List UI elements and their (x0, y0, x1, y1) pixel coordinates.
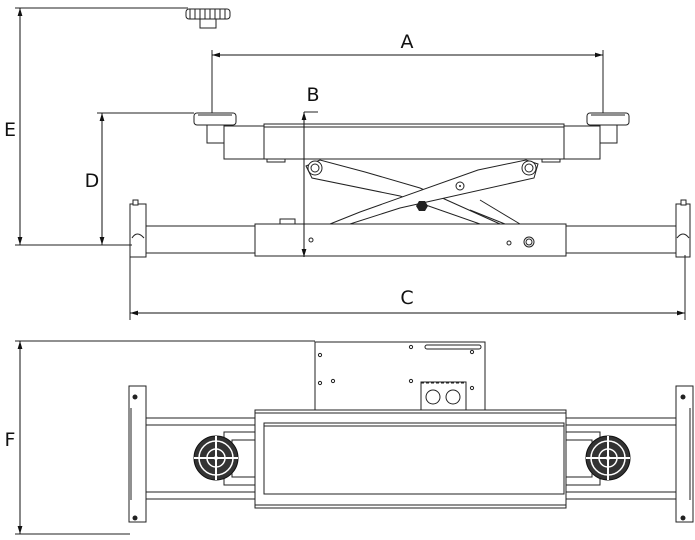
lower-beam (254, 223, 567, 257)
top-view: F (5, 340, 694, 535)
side-view: A B D E C (4, 7, 691, 320)
dimension-b-label: B (306, 84, 319, 106)
left-end-plate (128, 385, 147, 523)
dimension-e-label: E (4, 119, 16, 141)
valve-box (420, 381, 467, 411)
upper-beam (263, 123, 565, 160)
hex-nut-icon (416, 201, 428, 211)
left-pad-top (193, 435, 239, 481)
left-end-bracket (129, 199, 147, 258)
dimension-d-label: D (85, 170, 100, 192)
dimension-c-label: C (400, 287, 413, 309)
right-pad (586, 112, 630, 144)
scissor-mechanism (305, 159, 539, 225)
dimension-f-label: F (5, 429, 16, 451)
inner-beam (263, 422, 565, 495)
right-pad-top (585, 435, 631, 481)
left-pad (193, 112, 237, 144)
raised-pad-knob (185, 8, 231, 29)
right-end-bracket (675, 199, 691, 258)
dimension-a-label: A (401, 31, 414, 53)
right-end-plate (675, 385, 694, 523)
